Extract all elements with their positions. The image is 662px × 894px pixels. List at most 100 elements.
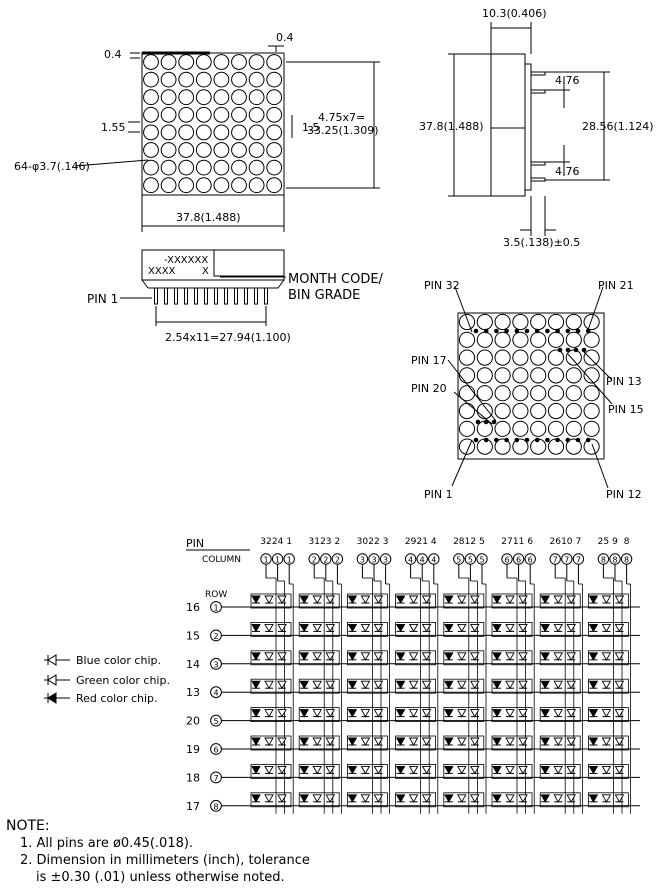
pin-marker (494, 437, 499, 443)
side-pin-gap-top: 4.76 (555, 74, 580, 87)
front-dot (143, 177, 159, 194)
front-dot (160, 124, 177, 141)
pin-marker (545, 437, 550, 443)
outline-chip-diode (470, 765, 480, 775)
note-item-2-continuation: is ±0.30 (.01) unless otherwise noted. (36, 870, 285, 885)
outline-chip-diode (470, 595, 480, 604)
led-cell (539, 650, 581, 666)
side-pin-row-span: 28.56(1.124) (582, 120, 654, 133)
outline-chip-diode (566, 623, 576, 633)
bottom-pin (244, 287, 248, 305)
red-chip-diode (299, 623, 309, 633)
red-chip-diode (347, 709, 358, 718)
pin-layout-dot (565, 331, 582, 348)
led-cell (491, 622, 533, 637)
column-number: 3 (360, 556, 365, 565)
pin-20-label: PIN 20 (411, 382, 447, 395)
outline-chip-diode (470, 652, 480, 661)
led-cell (588, 593, 629, 609)
front-dot (160, 106, 177, 123)
red-chip-diode (299, 765, 309, 775)
led-cell (298, 593, 340, 609)
led-cell (298, 764, 340, 779)
outline-chip-diode (505, 709, 515, 718)
front-dot (160, 142, 177, 158)
led-cell (346, 792, 388, 808)
led-cell (346, 593, 388, 609)
led-cell (443, 792, 485, 808)
pin-layout-dot (565, 438, 582, 455)
pin-layout-dot (458, 438, 476, 455)
front-pitch-right: 1.5 (302, 121, 320, 134)
outline-chip-diode (566, 765, 576, 775)
pin-marker (514, 437, 520, 443)
red-chip-diode (588, 737, 599, 746)
red-chip-diode (299, 680, 309, 690)
led-cell (491, 764, 533, 779)
red-chip-diode (251, 652, 261, 661)
column-number: 6 (528, 556, 533, 565)
schematic-pin-number: 5 (479, 537, 485, 547)
led-cell (539, 735, 581, 751)
led-cell (346, 678, 388, 694)
outline-chip-diode (277, 595, 287, 604)
pin-marker (524, 328, 530, 334)
red-chip-diode (299, 737, 309, 746)
column-number: 8 (612, 556, 617, 565)
pin-marker (575, 437, 581, 443)
red-chip-diode (540, 652, 550, 661)
pin-layout-dot (512, 331, 529, 348)
outline-chip-diode (277, 709, 287, 718)
led-cell (298, 792, 340, 808)
schematic-pin-number: 29 (405, 537, 417, 547)
bottom-pin (264, 287, 268, 305)
row-number: 7 (213, 774, 218, 783)
pin-layout-dot (583, 385, 600, 402)
front-dot (143, 142, 159, 158)
led-cell (443, 678, 485, 694)
outline-chip-diode (601, 737, 612, 746)
led-cell (443, 622, 485, 637)
schematic-pin-number: 28 (453, 537, 465, 547)
filled-diode-icon (47, 692, 57, 704)
led-cell (539, 622, 581, 637)
legend-item: Red color chip. (44, 692, 158, 705)
front-top-right-margin: 0.4 (276, 31, 294, 44)
front-dot (248, 89, 265, 106)
front-dot (231, 159, 247, 176)
outline-chip-diode (325, 680, 335, 690)
front-span-line2: 33.25(1.309) (307, 124, 379, 137)
outline-chip-diode (312, 652, 322, 661)
front-dot (143, 89, 159, 106)
front-dot (195, 89, 212, 106)
front-dot (248, 177, 265, 194)
led-cell (588, 792, 629, 808)
red-chip-diode (395, 794, 406, 803)
front-pitch-left: 1.55 (101, 121, 126, 134)
pin-layout-dot (494, 420, 511, 437)
outline-chip-diode (360, 623, 371, 633)
column-number: 1 (287, 556, 292, 565)
front-dot (231, 54, 247, 70)
led-cell (539, 764, 581, 779)
led-cell (395, 792, 437, 808)
outline-chip-diode (325, 737, 335, 746)
outline-chip-diode (325, 709, 335, 718)
schematic-pin-number: 27 (501, 537, 512, 547)
led-cell (298, 735, 340, 751)
red-chip-diode (540, 680, 550, 690)
outline-chip-diode (312, 765, 322, 775)
pin-layout-dot (565, 420, 582, 437)
outline-chip-diode (553, 709, 563, 718)
outline-chip-diode (601, 794, 612, 803)
led-cell (346, 622, 388, 637)
red-chip-diode (251, 680, 261, 690)
pin-layout-dot (494, 367, 511, 384)
outline-chip-diode (264, 737, 274, 746)
red-chip-diode (444, 652, 454, 661)
red-chip-diode (588, 680, 599, 690)
outline-chip-diode (553, 652, 563, 661)
bottom-left-code: XXXX (148, 266, 176, 277)
pin-layout-dot-grid (458, 313, 600, 455)
led-cell (588, 650, 629, 666)
